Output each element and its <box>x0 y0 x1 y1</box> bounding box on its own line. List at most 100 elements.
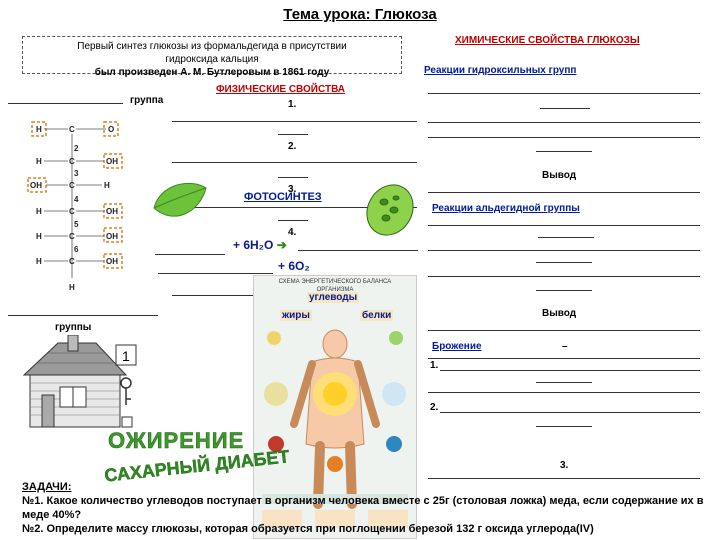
answer-line <box>536 382 592 383</box>
physical-item-4: 4. <box>288 227 297 238</box>
answer-line <box>440 370 700 371</box>
physical-item-2: 2. <box>288 141 297 152</box>
arrow-icon: ➔ <box>276 238 287 252</box>
svg-text:C: C <box>69 181 75 190</box>
equation-water-text: + 6H₂O <box>233 238 274 252</box>
answer-line <box>536 151 592 152</box>
svg-text:2: 2 <box>74 144 79 153</box>
svg-text:C: C <box>69 125 75 134</box>
human-figure <box>262 329 408 528</box>
svg-text:C: C <box>69 232 75 241</box>
answer-line <box>428 392 700 393</box>
answer-line <box>428 276 700 277</box>
svg-text:H: H <box>36 257 42 266</box>
fermentation-dash: – <box>562 341 568 352</box>
fermentation-item-2: 2. <box>430 402 439 413</box>
answer-line <box>440 412 700 413</box>
chloroplast-image <box>366 184 414 236</box>
svg-text:H: H <box>36 232 42 241</box>
svg-text:H: H <box>69 283 75 292</box>
oxygen-box <box>103 121 119 137</box>
carbs-label: углеводы <box>307 292 360 303</box>
answer-line <box>8 315 158 316</box>
aldehyde-reactions-heading: Реакции альдегидной группы <box>432 203 580 214</box>
answer-line <box>158 273 273 274</box>
note-line-2: гидроксида кальция <box>165 54 259 65</box>
house-key-illustration: 1 <box>22 335 137 428</box>
answer-line <box>172 121 417 122</box>
answer-line <box>428 192 700 193</box>
physical-properties-heading: ФИЗИЧЕСКИЕ СВОЙСТВА <box>216 84 346 95</box>
answer-line <box>8 103 123 104</box>
answer-line <box>278 134 308 135</box>
number-box: 1 <box>122 348 130 364</box>
tasks-section: ЗАДАЧИ: №1. Какое количество углеводов п… <box>22 480 717 536</box>
answer-line <box>428 137 700 138</box>
svg-text:OH: OH <box>106 157 118 166</box>
fats-label: жиры <box>280 310 312 321</box>
answer-line <box>536 426 592 427</box>
svg-text:OH: OH <box>30 181 42 190</box>
answer-line <box>540 108 590 109</box>
answer-line <box>278 220 308 221</box>
answer-line <box>278 177 308 178</box>
answer-line <box>155 254 225 255</box>
svg-text:C: C <box>69 257 75 266</box>
answer-line <box>428 225 700 226</box>
answer-line <box>428 250 700 251</box>
tasks-heading: ЗАДАЧИ: <box>22 481 72 493</box>
equation-water: + 6H₂O ➔ <box>233 238 287 252</box>
svg-text:3: 3 <box>74 169 79 178</box>
leaf-image <box>153 182 207 217</box>
butlerov-note: Первый синтез глюкозы из формальдегида в… <box>22 36 402 78</box>
task-1: №1. Какое количество углеводов поступает… <box>22 495 704 521</box>
diagram-title-2: ОРГАНИЗМА <box>316 287 354 293</box>
equation-oxygen: + 6O₂ <box>278 259 310 273</box>
svg-text:OH: OH <box>106 232 118 241</box>
group-label-1: группа <box>130 95 164 106</box>
note-line-1: Первый синтез глюкозы из формальдегида в… <box>77 41 347 52</box>
physical-item-3: 3. <box>288 184 297 195</box>
task-2: №2. Определите массу глюкозы, которая об… <box>22 523 594 535</box>
svg-text:5: 5 <box>74 220 79 229</box>
group-label-2: группы <box>55 322 92 333</box>
chemical-properties-heading: ХИМИЧЕСКИЕ СВОЙСТВА ГЛЮКОЗЫ <box>455 35 640 46</box>
fermentation-heading: Брожение <box>432 341 482 352</box>
hydroxyl-box <box>103 227 123 243</box>
svg-text:6: 6 <box>74 245 79 254</box>
physical-item-1: 1. <box>288 99 297 110</box>
note-line-3: был произведен А. М. Бутлеровым в 1861 г… <box>94 67 330 78</box>
svg-text:C: C <box>69 207 75 216</box>
svg-text:H: H <box>36 157 42 166</box>
energy-balance-diagram: СХЕМА ЭНЕРГЕТИЧЕСКОГО БАЛАНСА ОРГАНИЗМА … <box>253 275 417 539</box>
svg-text:H: H <box>104 181 110 190</box>
svg-text:O: O <box>108 125 114 134</box>
page-title: Тема урока: Глюкоза <box>283 6 437 23</box>
svg-text:H: H <box>36 207 42 216</box>
answer-line <box>428 93 700 94</box>
answer-line <box>538 237 594 238</box>
answer-line <box>536 262 592 263</box>
answer-line <box>298 250 418 251</box>
answer-line <box>428 330 700 331</box>
svg-text:OH: OH <box>106 257 118 266</box>
conclusion-2: Вывод <box>542 308 577 319</box>
svg-text:OH: OH <box>106 207 118 216</box>
svg-text:4: 4 <box>74 195 79 204</box>
glucose-fischer-projection: H C O 2 H C OH 3 OH C H 4 H C OH 5 H C OH 6 H C OH H <box>27 121 123 292</box>
svg-text:H: H <box>36 125 42 134</box>
answer-line <box>428 358 700 359</box>
fermentation-item-3: 3. <box>560 460 569 471</box>
answer-line <box>172 162 417 163</box>
svg-text:C: C <box>69 157 75 166</box>
answer-line <box>428 478 700 479</box>
obesity-wordart: ОЖИРЕНИЕ <box>108 428 245 454</box>
hydroxyl-reactions-heading: Реакции гидроксильных групп <box>424 65 577 76</box>
answer-line <box>536 290 592 291</box>
photosynthesis-label: ФОТОСИНТЕЗ <box>244 191 322 203</box>
fermentation-item-1: 1. <box>430 360 439 371</box>
conclusion-1: Вывод <box>542 170 577 181</box>
proteins-label: белки <box>360 310 394 321</box>
answer-line <box>428 122 700 123</box>
answer-line <box>172 207 417 208</box>
